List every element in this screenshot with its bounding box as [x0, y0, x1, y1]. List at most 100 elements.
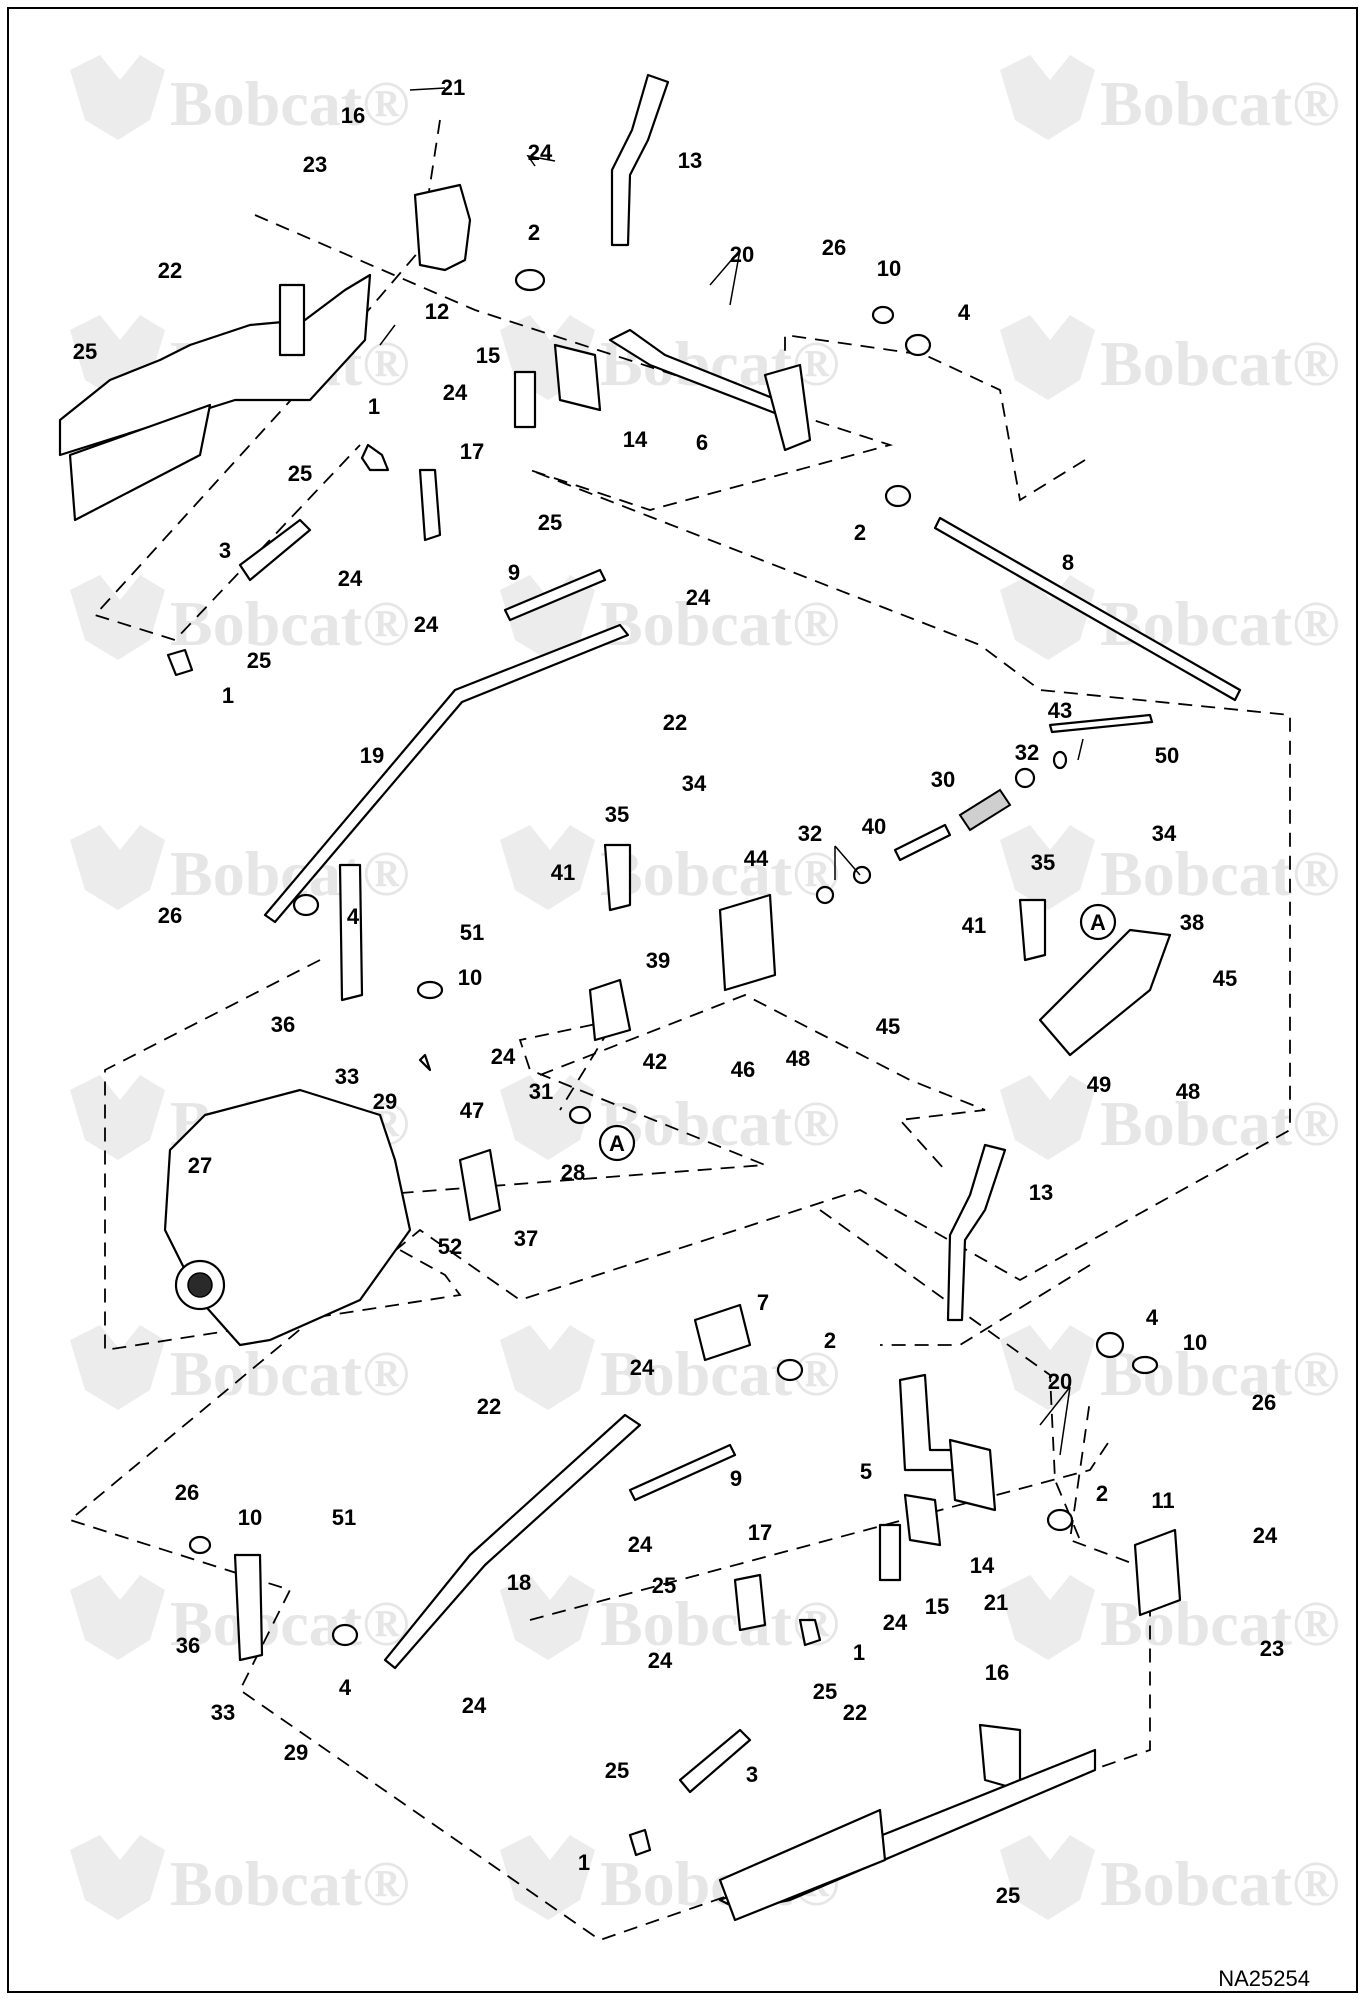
steering-rod-18: [383, 1413, 642, 1670]
bracket-15-lower: [878, 1523, 902, 1582]
bobcat-watermark: Bobcat®: [500, 1075, 840, 1160]
callout-24l: 24: [462, 1693, 487, 1718]
bobcat-watermark-text: Bobcat®: [1100, 68, 1340, 139]
callout-1b: 1: [222, 683, 234, 708]
callout-28: 28: [561, 1160, 585, 1185]
washer-43: [1052, 750, 1068, 770]
bolt-50: [1048, 713, 1154, 734]
callout-24g: 24: [630, 1355, 655, 1380]
callout-34a: 34: [682, 771, 707, 796]
callout-25h: 25: [996, 1883, 1020, 1908]
callout-25a: 25: [73, 339, 97, 364]
bobcat-watermark: Bobcat®: [70, 575, 410, 660]
bobcat-watermark: Bobcat®: [70, 1325, 410, 1410]
callout-17b: 17: [748, 1520, 772, 1545]
bobcat-watermark: Bobcat®: [1000, 1075, 1340, 1160]
right-frame-rail-front: [718, 1808, 887, 1922]
bobcat-logo-icon: [500, 1575, 595, 1660]
shaft-6-plate: [763, 363, 812, 452]
callout-41b: 41: [962, 913, 986, 938]
callout-5: 5: [860, 1459, 872, 1484]
bobcat-logo-icon: [500, 1325, 595, 1410]
bobcat-watermark: Bobcat®: [70, 1835, 410, 1920]
callout-24k: 24: [648, 1648, 673, 1673]
bobcat-watermark-text: Bobcat®: [170, 588, 410, 659]
callout-11: 11: [1151, 1488, 1174, 1513]
rod-40: [893, 823, 952, 862]
bobcat-watermark: Bobcat®: [1000, 315, 1340, 400]
bushing-7: [693, 1303, 752, 1362]
ball-joint-1-lower-b: [628, 1828, 652, 1857]
ball-joint-1-lower-a: [798, 1618, 822, 1647]
bobcat-watermark: Bobcat®: [1000, 825, 1340, 910]
bracket-22-lower: [978, 1723, 1022, 1792]
washer-10-upper: [871, 305, 895, 325]
bushing-4-mid: [292, 893, 320, 917]
callout-30: 30: [931, 767, 955, 792]
control-lever-13-lower: [946, 1143, 1007, 1322]
bobcat-watermark-text: Bobcat®: [170, 68, 410, 139]
bushing-4-upper: [904, 333, 932, 357]
bobcat-logo-icon: [70, 1575, 165, 1660]
callout-20b: 20: [1048, 1369, 1072, 1394]
bushing-4-lower-right: [1095, 1331, 1125, 1359]
callout-22c: 22: [477, 1394, 501, 1419]
bobcat-logo-icon: [500, 575, 595, 660]
bobcat-watermark: Bobcat®: [1000, 1835, 1340, 1920]
callout-24a: 24: [528, 140, 553, 165]
bracket-15-upper: [513, 370, 537, 429]
bracket-14-upper: [553, 343, 602, 412]
bobcat-logo-icon: [1000, 1325, 1095, 1410]
bobcat-logo-icon: [70, 55, 165, 140]
bobcat-watermark-text: Bobcat®: [1100, 838, 1340, 909]
bobcat-logo-icon: [1000, 1075, 1095, 1160]
callout-24f: 24: [491, 1044, 516, 1069]
callout-33b: 33: [211, 1700, 235, 1725]
diagram-frame: [7, 7, 1358, 1993]
washer-10-lower-left: [188, 1535, 212, 1555]
bushing-2-lower-b: [1046, 1508, 1074, 1532]
callout-32a: 32: [1015, 740, 1039, 765]
ref-marker-a-upper: A: [1090, 910, 1106, 935]
pin-29-upper: [418, 1053, 432, 1072]
washer-10-lower-right: [1131, 1355, 1159, 1375]
bobcat-logo-icon: [70, 1075, 165, 1160]
callout-25g: 25: [605, 1758, 629, 1783]
document-id: NA25254: [1218, 1966, 1310, 1991]
callout-48a: 48: [786, 1046, 810, 1071]
callout-26a: 26: [822, 235, 846, 260]
callout-33a: 33: [335, 1064, 359, 1089]
bobcat-logo-icon: [1000, 1835, 1095, 1920]
ball-joint-1-upper-a: [360, 443, 390, 472]
callout-3a: 3: [219, 538, 231, 563]
callout-4a: 4: [958, 300, 971, 325]
callout-10c: 10: [1183, 1330, 1207, 1355]
washer-10-mid: [416, 980, 444, 1000]
bobcat-watermark: Bobcat®: [500, 1325, 840, 1410]
callout-45b: 45: [876, 1014, 900, 1039]
callout-18: 18: [507, 1570, 531, 1595]
callout-25b: 25: [288, 461, 312, 486]
callout-41a: 41: [551, 860, 575, 885]
callout-36b: 36: [176, 1633, 200, 1658]
steering-rod-19: [263, 623, 630, 924]
callout-22a: 22: [158, 258, 182, 283]
callout-15b: 15: [925, 1594, 949, 1619]
callout-51b: 51: [332, 1505, 356, 1530]
lever-36-lower: [233, 1553, 264, 1662]
callout-36a: 36: [271, 1012, 295, 1037]
callout-4c: 4: [1146, 1305, 1159, 1330]
bracket-17-upper: [418, 468, 442, 542]
shaft-5-hub: [948, 1438, 997, 1512]
ref-marker-a-lower: A: [609, 1131, 625, 1156]
bushing-2-upper: [514, 268, 546, 292]
callout-40: 40: [862, 814, 886, 839]
bobcat-watermark: Bobcat®: [70, 55, 410, 140]
callout-37: 37: [514, 1226, 538, 1251]
bobcat-logo-icon: [70, 1835, 165, 1920]
callout-leaders: [379, 87, 1084, 1456]
bobcat-watermark: Bobcat®: [500, 1575, 840, 1660]
callout-2b: 2: [854, 520, 866, 545]
callout-3b: 3: [746, 1762, 758, 1787]
